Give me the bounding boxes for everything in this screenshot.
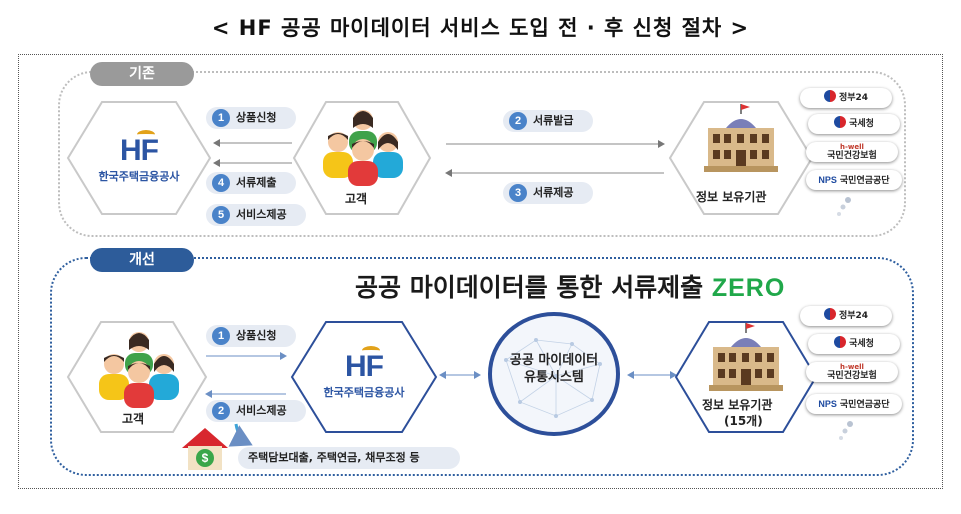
hf-hexagon-after	[290, 321, 438, 433]
nts-icon	[834, 116, 847, 128]
mydata-system-label: 공공 마이데이터 유통시스템	[509, 353, 599, 385]
agency-nts-before: 국세청	[808, 114, 900, 134]
before-panel	[58, 71, 906, 237]
hf-logo-before: HF 한국주택금융공사	[78, 130, 200, 184]
outer-frame	[18, 54, 943, 489]
more-dots-icon-after	[839, 421, 853, 440]
services-pill: 주택담보대출, 주택연금, 채무조정 등	[238, 447, 460, 469]
house-money-icon: $	[182, 428, 228, 470]
diagram-title: < HF 공공 마이데이터 서비스 도입 전 · 후 신청 절차 >	[211, 16, 750, 40]
network-pattern-icon	[504, 338, 602, 418]
agency-gov24-before: 정부24	[800, 88, 892, 108]
nts-icon-after	[834, 336, 847, 348]
headline: 공공 마이데이터를 통한 서류제출 ZERO	[355, 273, 786, 302]
agency-nts-after: 국세청	[808, 334, 900, 354]
before-tab: 기존	[90, 62, 194, 86]
svg-text:$: $	[202, 451, 209, 465]
gov24-icon	[823, 90, 836, 102]
people-icon-after	[99, 332, 179, 408]
more-dots-icon-before	[837, 197, 851, 216]
building-icon-after	[709, 323, 783, 391]
zero-accent: ZERO	[711, 274, 786, 302]
gov24-icon-after	[823, 308, 836, 320]
hf-logo-text: HF	[120, 134, 159, 167]
holder-count-after: (15개)	[724, 414, 763, 428]
hf-name-after: 한국주택금융공사	[323, 386, 405, 399]
customer-label-after: 고객	[122, 412, 145, 426]
hf-logo-text-after: HF	[345, 350, 384, 383]
holder-label-before: 정보 보유기관	[696, 190, 767, 204]
after-tab: 개선	[90, 248, 194, 272]
holder-label-after: 정보 보유기관	[702, 398, 773, 412]
people-icon-before	[323, 110, 403, 186]
agency-gov24-after: 정부24	[800, 306, 892, 326]
hf-hexagon-before	[66, 101, 212, 215]
after-panel	[50, 257, 914, 476]
building-icon-before	[704, 104, 778, 172]
customer-label-before: 고객	[345, 192, 368, 206]
hf-name-before: 한국주택금융공사	[98, 170, 180, 183]
hf-logo-after: HF 한국주택금융공사	[304, 346, 424, 400]
